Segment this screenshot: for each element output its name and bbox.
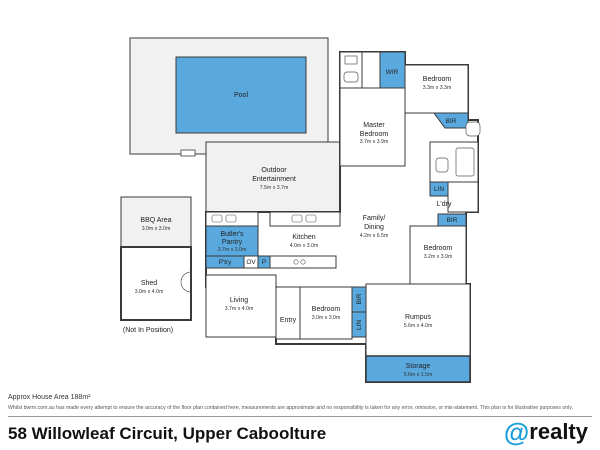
- sink-icon: [291, 214, 303, 223]
- room-dims-outdoor: 7.5m x 3.7m: [260, 185, 289, 191]
- disclaimer: Whilst bwrm.com.au has made every attemp…: [8, 405, 573, 411]
- basin-icon: [435, 157, 449, 173]
- shed: [120, 246, 192, 321]
- kitchen-bench: [269, 211, 341, 227]
- room-name2-butlers: Pantry: [222, 239, 243, 246]
- outdoor-entertainment: [205, 141, 341, 213]
- master-bedroom: [339, 87, 406, 167]
- kitchen-island: [269, 255, 337, 269]
- room-name-lin1: LIN: [434, 186, 444, 193]
- sink-icon: [211, 214, 223, 223]
- bedroom-2: [409, 225, 467, 285]
- room-name-living: Living: [230, 297, 248, 304]
- room-name-lin2: LIN: [356, 320, 363, 330]
- room-dims-living: 3.7m x 4.0m: [225, 306, 254, 312]
- room-name2-master: Bedroom: [360, 131, 389, 138]
- room-name-wir: WIR: [386, 69, 399, 76]
- room-name-pool: Pool: [234, 92, 248, 99]
- room-name-bedroom1: Bedroom: [423, 76, 452, 83]
- room-dims-bedroom2: 3.2m x 3.9m: [424, 254, 453, 260]
- storage: [365, 355, 471, 383]
- room-dims-rumpus: 5.6m x 4.0m: [404, 323, 433, 329]
- room-name-rumpus: Rumpus: [405, 314, 432, 321]
- toilet-icon: [465, 121, 481, 137]
- room-name-ldry: L'dry: [437, 201, 452, 208]
- room-name-ov: OV: [246, 259, 256, 266]
- room-name-ptry: P'try: [219, 259, 232, 266]
- room-name-family: Family/: [363, 215, 386, 222]
- room-dims-butlers: 3.7m x 3.0m: [218, 247, 247, 253]
- cooktop-icon: [300, 259, 306, 265]
- room-name-bbq: BBQ Area: [140, 217, 171, 224]
- logo-wordmark: realty: [529, 419, 588, 444]
- pool: [175, 56, 307, 134]
- room-dims-shed: 3.0m x 4.0m: [135, 289, 164, 295]
- toilet-icon: [344, 55, 358, 65]
- bbq-area: [120, 196, 192, 248]
- room-dims-bbq: 3.0m x 3.0m: [142, 226, 171, 232]
- sink-icon: [225, 214, 237, 223]
- room-name-bir1: BIR: [446, 118, 457, 125]
- sink-icon: [305, 214, 317, 223]
- bedroom-1: [404, 64, 469, 114]
- cooktop-icon: [293, 259, 299, 265]
- rumpus: [365, 283, 471, 357]
- room-name-bedroom3: Bedroom: [312, 306, 341, 313]
- room-name-bedroom2: Bedroom: [424, 245, 453, 252]
- room-name-butlers: Butler's: [220, 231, 244, 238]
- room-name-kitchen: Kitchen: [292, 234, 315, 241]
- room-name-bir2: BIR: [447, 217, 458, 224]
- room-name-master: Master: [363, 122, 385, 129]
- room-dims-bedroom1: 3.3m x 3.3m: [423, 85, 452, 91]
- bath-icon: [455, 147, 475, 177]
- living: [205, 274, 277, 338]
- room-name2-outdoor: Entertainment: [252, 176, 296, 183]
- logo-at-symbol: @: [503, 417, 530, 447]
- floor-plan: Pool Outdoor Entertainment 7.5m x 3.7m W…: [120, 37, 481, 383]
- room-name-p: P: [262, 259, 266, 266]
- room-dims-master: 3.7m x 3.9m: [360, 139, 389, 145]
- label-not-in-position: (Not In Position): [123, 327, 173, 334]
- room-dims-storage: 5.6m x 1.5m: [404, 372, 433, 378]
- room-dims-family: 4.2m x 6.5m: [360, 233, 389, 239]
- brand-logo: @ realty: [504, 419, 588, 445]
- divider: [8, 416, 592, 417]
- room-name-bir3: BIR: [356, 293, 363, 304]
- room-name-storage: Storage: [406, 363, 431, 370]
- entry: [275, 286, 301, 340]
- room-name-shed: Shed: [141, 280, 157, 287]
- basin-icon: [343, 71, 359, 83]
- pool-gate: [180, 149, 196, 157]
- area-note: Approx House Area 188m²: [8, 394, 91, 401]
- door-swing-icon: [180, 281, 192, 293]
- laundry: [447, 181, 479, 213]
- room-name-entry: Entry: [280, 317, 297, 324]
- room-name2-family: Dining: [364, 224, 384, 231]
- property-address: 58 Willowleaf Circuit, Upper Caboolture: [8, 424, 327, 443]
- room-dims-bedroom3: 3.0m x 3.0m: [312, 315, 341, 321]
- shower: [361, 51, 381, 89]
- door-swing-icon: [180, 271, 192, 283]
- bedroom-3: [299, 286, 353, 340]
- room-dims-kitchen: 4.0m x 3.0m: [290, 243, 319, 249]
- room-name-outdoor: Outdoor: [261, 167, 287, 174]
